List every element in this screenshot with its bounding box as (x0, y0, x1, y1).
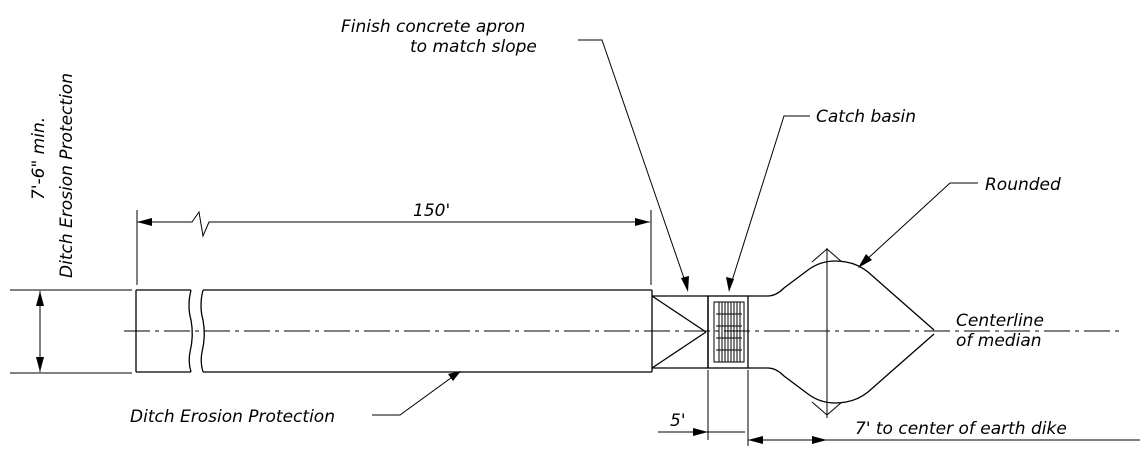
catch-basin-label: Catch basin (816, 107, 916, 127)
length-dimension (136, 210, 652, 285)
length-dimension-label: 150' (413, 201, 450, 221)
five-foot-dimension (658, 370, 745, 440)
vertical-dimension-label: 7'-6" min. (29, 117, 49, 200)
ditch-protection-label: Ditch Erosion Protection (130, 407, 335, 427)
apron-label-line2: to match slope (410, 37, 537, 57)
ditch-protection-leader (372, 371, 461, 416)
rounded-earth-dike (748, 248, 935, 418)
centerline-label-line2: of median (956, 331, 1042, 351)
rounded-leader (858, 182, 978, 268)
centerline-label-line1: Centerline (956, 311, 1044, 331)
rounded-label: Rounded (985, 175, 1061, 195)
vertical-title-label: Ditch Erosion Protection (57, 73, 77, 278)
five-foot-label: 5' (670, 411, 686, 431)
catch-basin (707, 295, 749, 369)
ditch-erosion-protection (135, 289, 652, 373)
seven-foot-label: 7' to center of earth dike (855, 419, 1067, 439)
apron-label-line1: Finish concrete apron (341, 17, 525, 37)
seven-foot-dimension (747, 370, 1140, 446)
width-dimension (10, 289, 132, 374)
apron-leader (578, 39, 689, 292)
catch-basin-leader (726, 115, 810, 292)
